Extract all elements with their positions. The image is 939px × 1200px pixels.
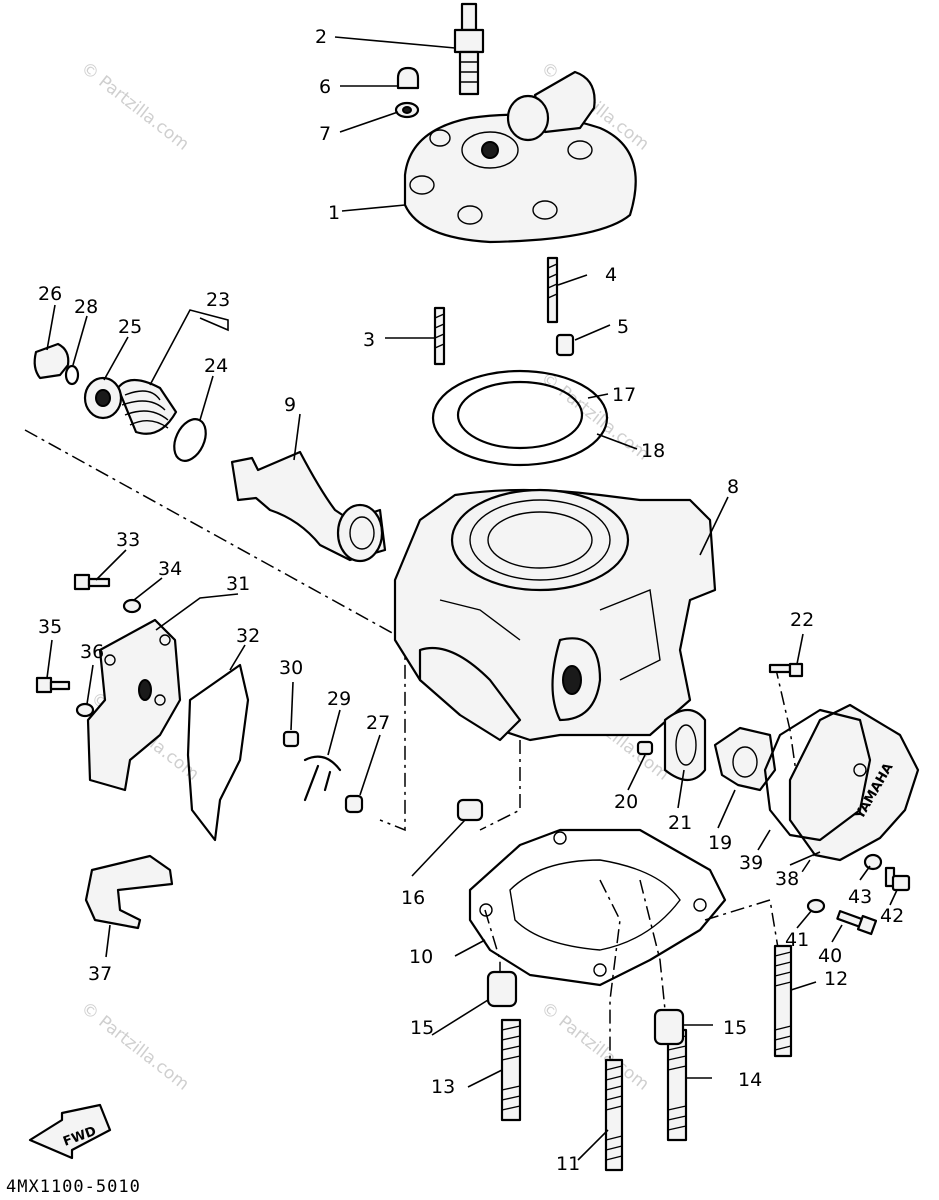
screw-30-part xyxy=(282,730,300,748)
washer-34-part xyxy=(122,598,142,614)
watermark-1: © Partzilla.com xyxy=(77,58,193,155)
leader-lines xyxy=(46,36,898,1161)
stud-14-part xyxy=(666,1028,688,1142)
exhaust-valve-part xyxy=(230,450,387,563)
bolt-40-part xyxy=(836,910,878,936)
nut-16-part xyxy=(456,798,484,822)
fork-lever-part xyxy=(303,755,342,802)
callout-39: 39 xyxy=(739,852,763,874)
stud-13-part xyxy=(500,1018,522,1122)
callout-11: 11 xyxy=(556,1153,580,1175)
callout-4: 4 xyxy=(605,264,617,286)
callout-23: 23 xyxy=(206,289,230,311)
washer-36-part xyxy=(75,702,95,718)
thermo-fitting-part xyxy=(713,726,777,792)
stud-11-part xyxy=(604,1058,624,1172)
head-gasket-outer-part xyxy=(431,369,609,467)
base-gasket-part xyxy=(468,828,727,987)
valve-cover-part xyxy=(86,618,182,792)
callout-17: 17 xyxy=(612,384,636,406)
callout-13: 13 xyxy=(431,1076,455,1098)
stud-12-part xyxy=(773,944,793,1058)
dowel-pin-15b-part xyxy=(653,1008,685,1046)
washer-41-part xyxy=(806,898,826,914)
plug-20-part xyxy=(636,740,654,756)
callout-34: 34 xyxy=(158,558,182,580)
callout-15a: 15 xyxy=(410,1017,434,1039)
callout-33: 33 xyxy=(116,529,140,551)
callout-5: 5 xyxy=(617,316,629,338)
callout-12: 12 xyxy=(824,968,848,990)
callout-14: 14 xyxy=(738,1069,762,1091)
cylinder-head-part xyxy=(403,70,637,244)
stud-bolt-part xyxy=(433,306,446,366)
bracket-part xyxy=(84,854,174,930)
bolt-35-part xyxy=(35,676,71,694)
callout-2: 2 xyxy=(315,26,327,48)
o-ring-part xyxy=(173,418,207,462)
callout-8: 8 xyxy=(727,476,739,498)
callout-21: 21 xyxy=(668,812,692,834)
callout-30: 30 xyxy=(279,657,303,679)
pump-cover-part: YAMAHA xyxy=(788,703,920,862)
bolt-33-part xyxy=(73,573,111,591)
callout-36: 36 xyxy=(80,641,104,663)
callout-32: 32 xyxy=(236,625,260,647)
cap-part xyxy=(33,342,70,380)
watermark-3: © Partzilla.com xyxy=(537,368,653,465)
callout-29: 29 xyxy=(327,688,351,710)
callout-3: 3 xyxy=(363,329,375,351)
callout-31: 31 xyxy=(226,573,250,595)
callout-26: 26 xyxy=(38,283,62,305)
callout-27: 27 xyxy=(366,712,390,734)
cylinder-part xyxy=(393,488,717,742)
callout-43: 43 xyxy=(848,886,872,908)
callout-16: 16 xyxy=(401,887,425,909)
callout-9: 9 xyxy=(284,394,296,416)
cover-gasket-part xyxy=(186,663,250,842)
callout-15b: 15 xyxy=(723,1017,747,1039)
forward-arrow-icon: FWD xyxy=(28,1103,112,1160)
callout-38: 38 xyxy=(775,868,799,890)
small-o-ring-part xyxy=(64,364,80,386)
callout-40: 40 xyxy=(818,945,842,967)
washer-43-part xyxy=(863,853,883,871)
callout-25: 25 xyxy=(118,316,142,338)
callout-6: 6 xyxy=(319,76,331,98)
drawing-code: 4MX1100-5010 xyxy=(6,1177,141,1197)
bearing-part xyxy=(83,376,123,420)
screw-22-part xyxy=(768,662,804,678)
callout-7: 7 xyxy=(319,123,331,145)
cap-nut-part xyxy=(396,66,420,90)
callout-42: 42 xyxy=(880,905,904,927)
callout-18: 18 xyxy=(641,440,665,462)
spark-plug-part xyxy=(453,2,485,96)
head-gasket-inner-part xyxy=(456,380,584,450)
pump-cover-gasket-part xyxy=(763,708,872,842)
valve-spring-assembly-part xyxy=(116,378,178,435)
nut-27-part xyxy=(344,794,364,814)
callout-28: 28 xyxy=(74,296,98,318)
callout-20: 20 xyxy=(614,791,638,813)
callout-10: 10 xyxy=(409,946,433,968)
watermark-7: © Partzilla.com xyxy=(537,998,653,1095)
callout-19: 19 xyxy=(708,832,732,854)
callout-37: 37 xyxy=(88,963,112,985)
nut-part xyxy=(555,333,575,357)
washer-part xyxy=(394,101,420,119)
callout-41: 41 xyxy=(785,929,809,951)
callout-35: 35 xyxy=(38,616,62,638)
callout-22: 22 xyxy=(790,609,814,631)
bolt-42-part xyxy=(884,866,911,892)
watermark-6: © Partzilla.com xyxy=(77,998,193,1095)
callout-24: 24 xyxy=(204,355,228,377)
callout-labels: 2 6 7 1 4 5 3 17 18 8 9 26 28 25 23 24 3… xyxy=(38,26,904,1175)
stud-bolt-head-part xyxy=(546,256,559,324)
callout-1: 1 xyxy=(328,202,340,224)
dowel-pin-15a-part xyxy=(486,970,518,1008)
joint-21-part xyxy=(663,708,707,782)
